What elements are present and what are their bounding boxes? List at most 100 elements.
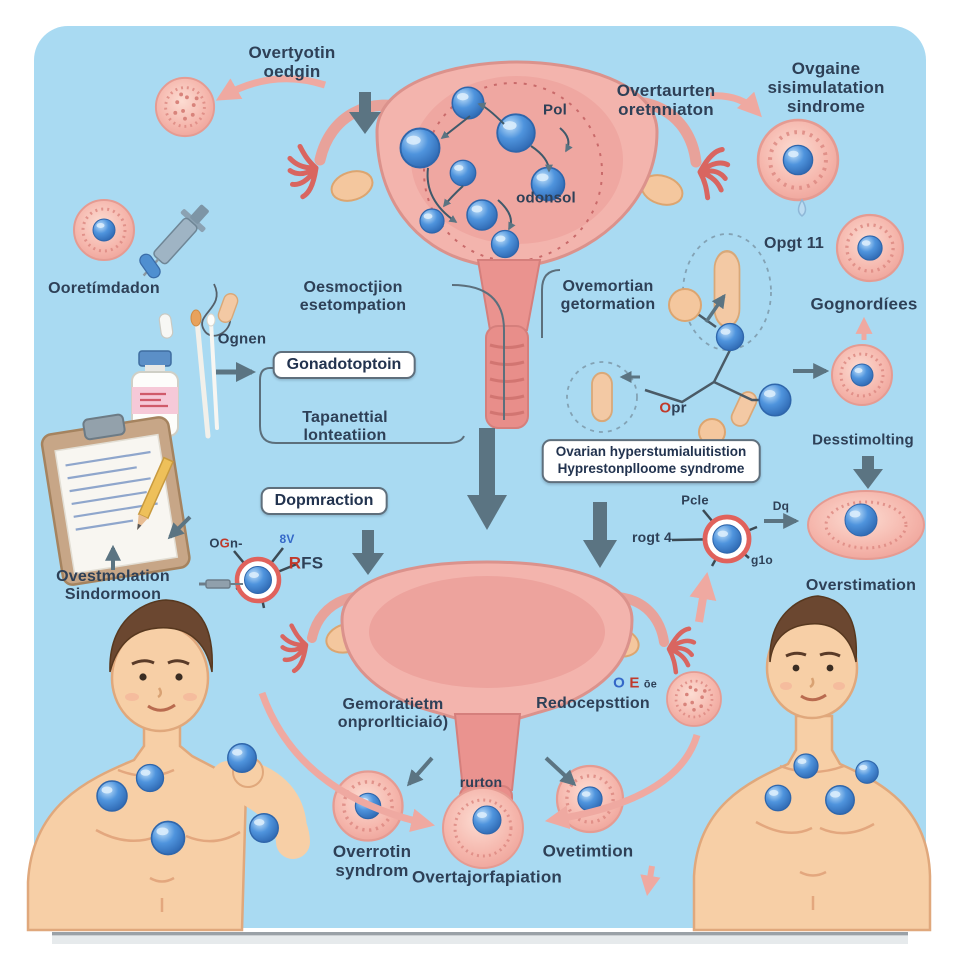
pink-arrow-top-left [215,75,327,101]
syringe-cord [201,283,232,337]
pink-arrow-to-receptor [689,571,717,623]
egg-cell-large-oval [807,490,925,560]
label-bottom-center: Overtajorfapiation [411,867,563,887]
pink-arrows [215,75,873,897]
molecule-node-blue [758,383,792,417]
label-receptor-rfs: RFS [289,553,324,572]
label-oe-o: O [613,674,625,692]
label-gognordiees: Gognordíees [810,294,918,314]
label-rfs-fs: FS [301,553,324,573]
pencil-icon [137,456,175,530]
hair [769,595,858,663]
pink-arc-bottom-right [544,733,701,830]
egg-cell [72,198,136,262]
egg-cell-center-bottom [442,787,524,869]
bottom-divider [52,932,908,936]
pink-arc-bottom-left [258,691,435,832]
hormone-sphere [150,820,186,856]
ohss-box: Ovarian hyperstumialuitistion Hyprestonp… [541,439,761,483]
hormone-sphere [764,784,792,812]
label-rurton: rurton [459,774,503,791]
molecule-node-blue [715,322,745,352]
egg-cell [756,118,840,202]
label-oe-s: ōe [643,678,657,691]
label-receptor-g1o: g1o [751,553,773,568]
label-redoceptstion: Redocepsttion [536,694,650,712]
arrow-uterus-right [544,756,577,787]
label-ognen: Ognen [217,330,267,348]
label-mid-left-sub: Tapanettial lonteatiion [302,408,388,444]
arrow-uterus-left [406,756,434,787]
arrow-ohss-down [583,502,617,568]
label-desstimolting: Desstimolting [812,431,914,449]
vaginal-canal [485,325,529,429]
label-left-syndrome: Ovestmolation Sindormoon [56,567,170,603]
arrow-up-right [704,293,726,323]
molecule-node-peach [668,288,702,322]
hormone-sphere [825,785,855,815]
gonadotropin-box: Gonadotoptoin [272,351,416,379]
syringe-small-icon [199,579,243,589]
canal-ridges [489,343,525,416]
label-ogn-o: O [209,535,220,551]
label-receptor-rogt: rogt 4 [631,529,673,546]
uterus-bottom [279,560,696,849]
clipboard-icon [40,413,191,586]
label-bottom-right: Ovetimtion [542,841,634,861]
hormone-sphere [96,780,128,812]
label-top-right-secondary: Ovgaine sisimulatation sindrome [767,59,885,117]
label-opgt-11: Opgt 11 [763,234,825,252]
bottom-shadow [52,936,908,944]
sphere-flow-arrows [426,102,573,231]
hormone-sphere [855,760,879,784]
label-opr-o: O [659,399,672,417]
arrow-to-clipboard [167,515,192,540]
label-ogn-g: G [219,535,230,551]
egg-cell-speckled [665,670,723,728]
cervix [476,259,542,331]
dashed-follicle-ring [423,82,603,262]
label-opr-rest: pr [671,399,687,417]
label-receptor-ogn: OGn- [209,535,242,552]
label-receptor-dq: Dq [772,499,790,514]
label-receptor-8v: 8V [279,532,295,547]
uterus-lining [369,576,605,688]
hormone-sphere [135,763,165,793]
arrow-right-down [853,456,883,489]
dopmraction-box: Dopmraction [260,487,388,515]
male-figure-left [26,599,310,932]
label-mid-left-heading: Oesmoctjion esetompation [299,278,407,314]
big-arrows [349,92,883,575]
label-pol: Pol [543,101,567,119]
label-oe-e: E [629,674,640,692]
label-mid-right-heading: Ovemortian getormation [560,277,656,313]
label-receptor-pcle: Pcle [681,492,709,508]
cotton-swab-icon [190,309,219,439]
label-overstimation: Overstimation [805,576,917,594]
hair [109,599,214,673]
label-bottom-left: Overrotin syndrom [332,841,412,880]
droplet-icon [797,198,807,217]
egg-cell [830,343,894,407]
receptor-cell-right [671,509,800,567]
label-gemoratietm: Gemoratietm onprorlticiaió) [337,695,449,731]
arrow-center-down [467,428,507,530]
pink-arrow-top-right [709,91,762,118]
label-odonsol: odonsol [516,189,576,207]
label-rfs-r: R [288,553,302,573]
label-opr: Opr [659,399,687,418]
receptor-cell-left [199,547,298,609]
egg-cell [835,213,905,283]
label-oe: O E ōe [613,674,657,693]
label-top-left: Overtyotin oedgin [248,42,336,81]
forearm [240,762,307,856]
arrow-dopmraction-down [352,530,384,575]
cervix [453,713,522,791]
face [780,651,845,702]
label-left-stimulation: Ooretímdadon [48,279,160,297]
capsule-pill-peach [713,249,741,329]
hormone-sphere [249,813,279,843]
uterus-top [286,60,730,429]
